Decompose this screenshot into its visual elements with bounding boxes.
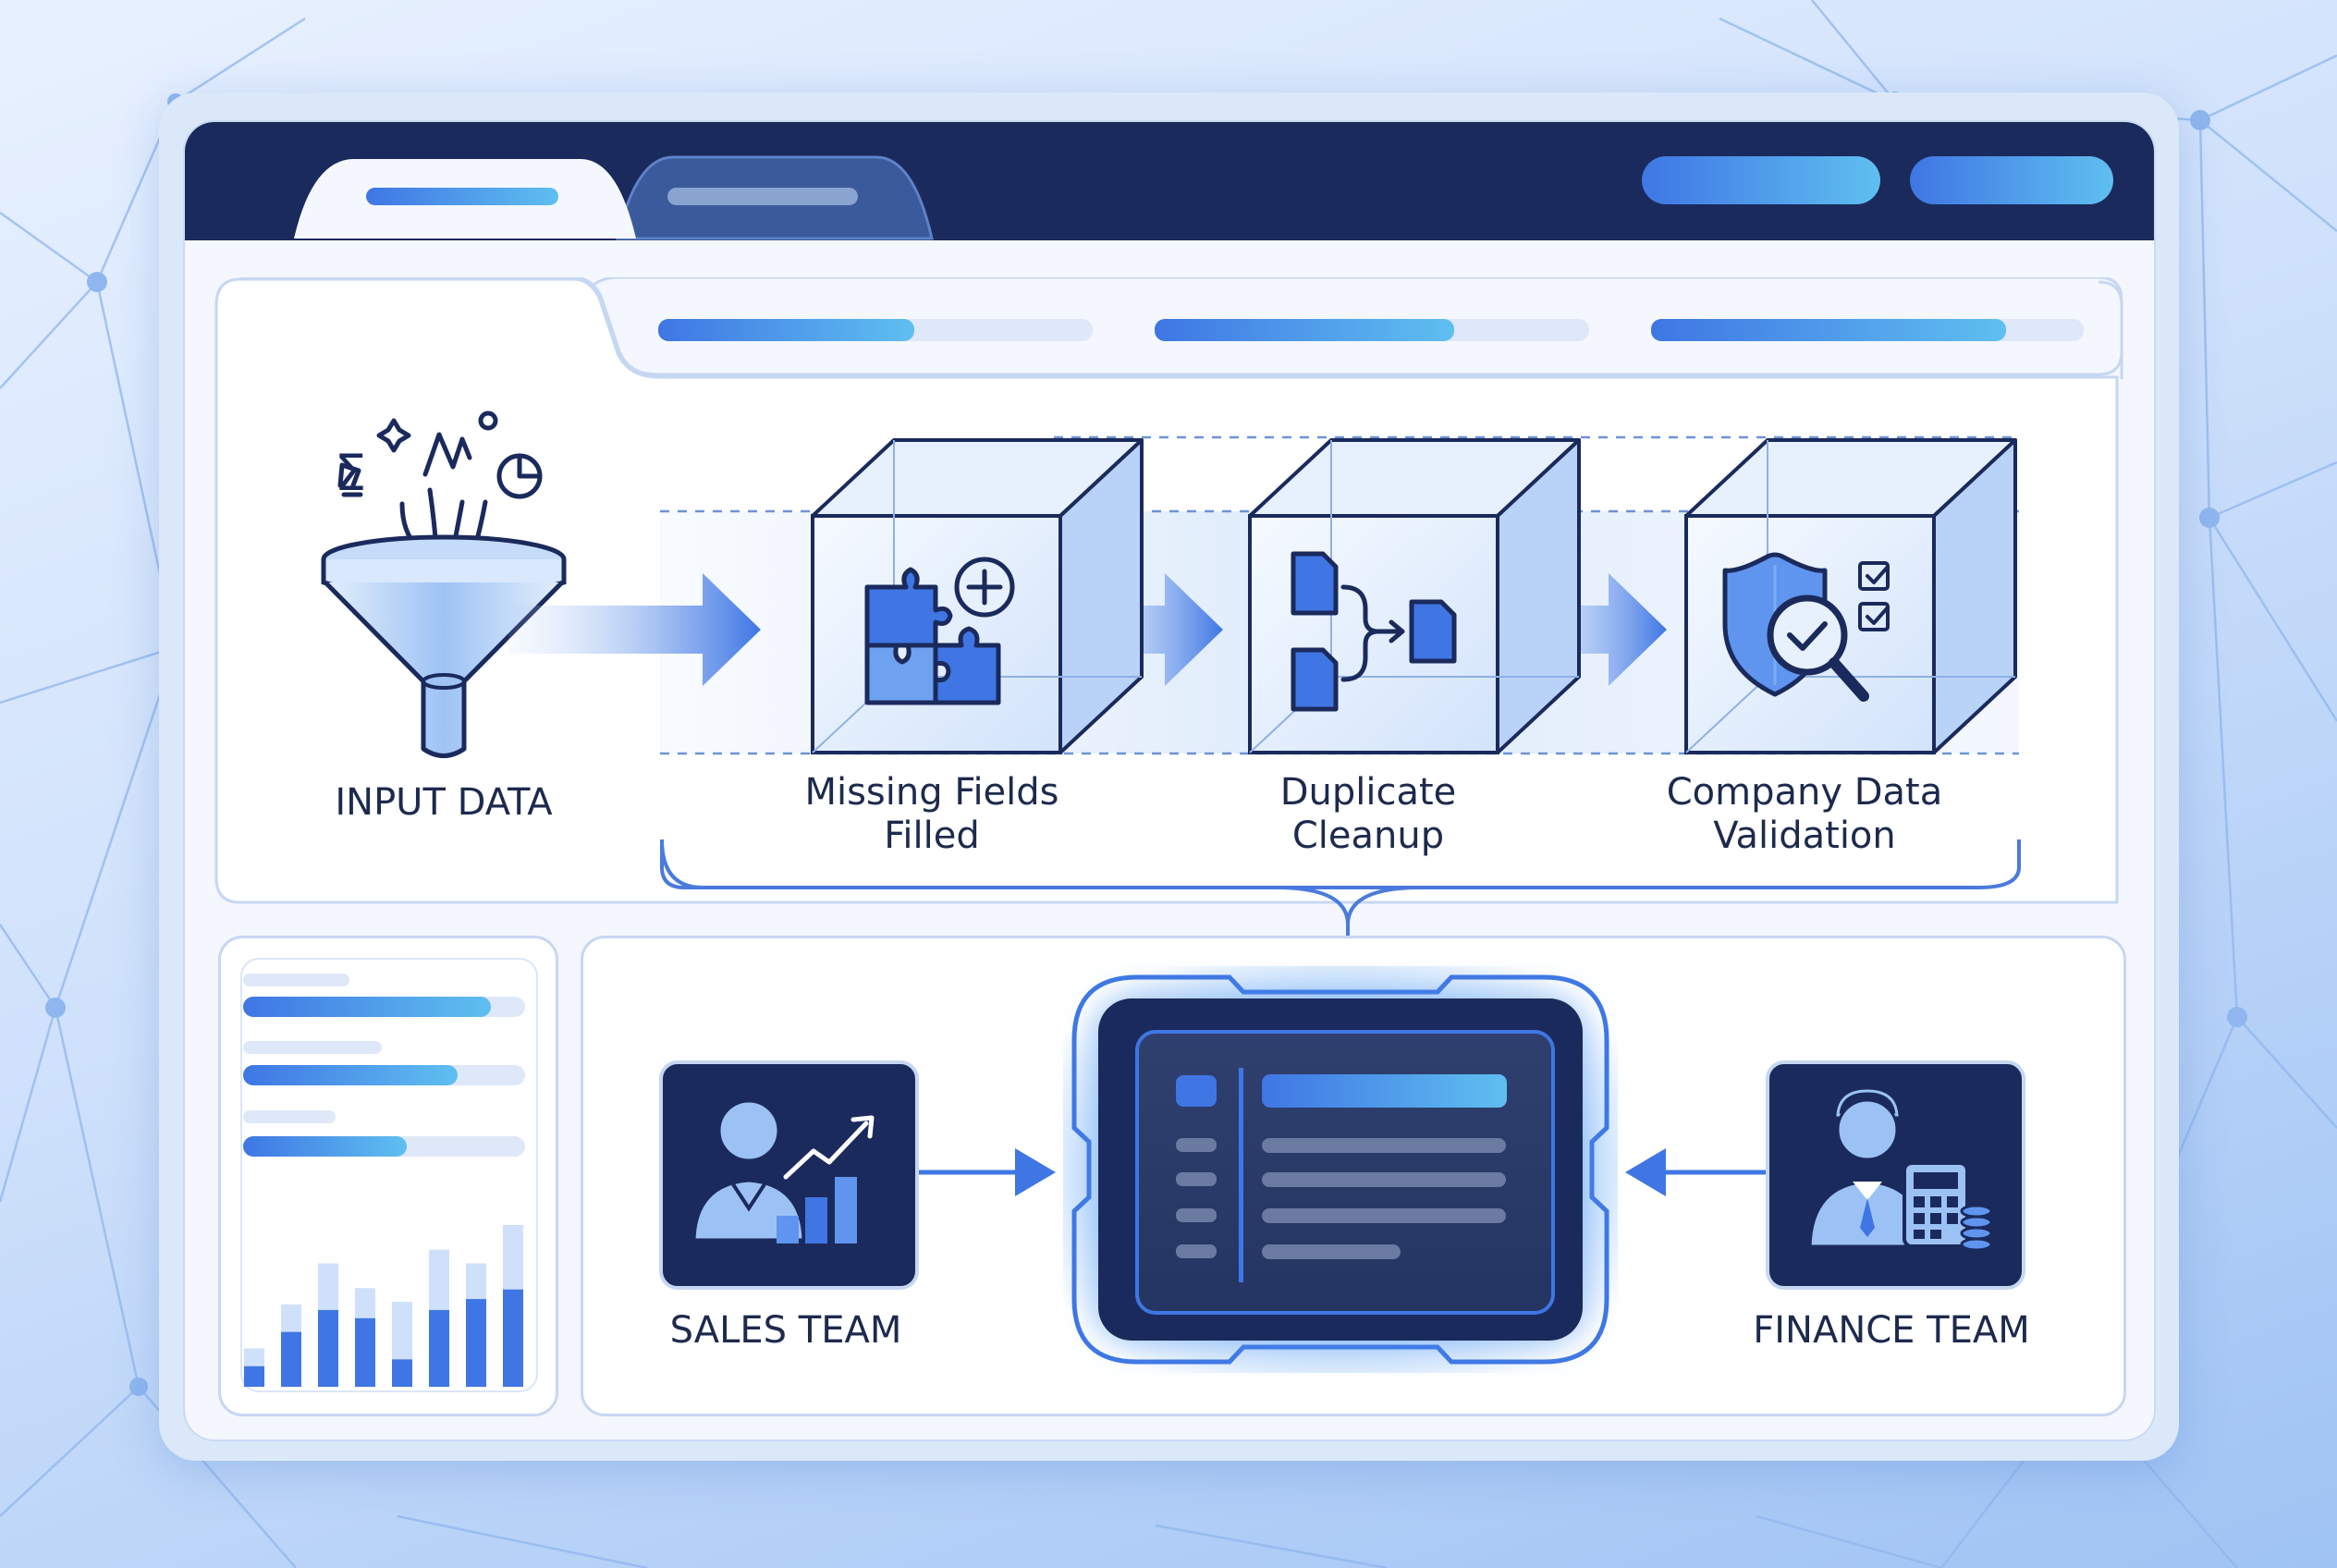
arrow-stage2-to-stage3: [1516, 573, 1667, 686]
shield-check-icon: [1722, 552, 1890, 702]
side-progress-track-2: [243, 1065, 525, 1085]
header-action-button[interactable]: [1642, 156, 1880, 204]
database-row-marker: [1176, 1244, 1217, 1258]
database-row: [1262, 1244, 1401, 1259]
sales-team-label: SALES TEAM: [669, 1309, 902, 1352]
stage-3-label-line2: Validation: [1713, 815, 1896, 857]
flow-arrows: [508, 573, 1667, 686]
chart-bar-2: [281, 1331, 301, 1387]
finance-team-card[interactable]: [1766, 1060, 2025, 1290]
chart-bar-6: [429, 1309, 449, 1387]
chart-bar-3: [318, 1309, 338, 1387]
database-row: [1262, 1138, 1506, 1153]
side-progress-label-1: [243, 974, 349, 986]
tab-active[interactable]: [366, 188, 558, 205]
document-merge-icon: [1291, 551, 1457, 712]
header-progress-track-1: [658, 319, 1093, 341]
header-secondary-button[interactable]: [1910, 156, 2113, 204]
side-progress-fill-2: [243, 1065, 458, 1085]
stage-3-label-line1: Company Data: [1666, 771, 1943, 814]
side-progress-label-2: [243, 1041, 382, 1054]
header-progress-track-3: [1651, 319, 2084, 341]
stage-1-label-line1: Missing Fields: [804, 771, 1059, 814]
database-row-marker: [1176, 1138, 1217, 1152]
chart-bar-4: [355, 1317, 375, 1387]
chart-bar-7: [466, 1299, 486, 1387]
stats-panel-inner: [240, 958, 538, 1392]
side-progress-label-3: [243, 1110, 336, 1123]
database-row: [1262, 1172, 1506, 1187]
chart-bar-1: [244, 1366, 264, 1387]
database-row-marker: [1176, 1208, 1217, 1222]
chart-bar-8: [503, 1289, 523, 1387]
stage-2-label-line1: Duplicate: [1279, 771, 1457, 814]
database-header-row: [1262, 1074, 1507, 1108]
side-progress-track-3: [243, 1136, 525, 1157]
stage-2-label-line2: Cleanup: [1291, 815, 1445, 857]
database-selected-row-marker: [1176, 1075, 1217, 1107]
side-progress-track-1: [243, 997, 525, 1017]
person-growth-chart-icon: [692, 1099, 875, 1243]
arrow-stage1-to-stage2: [1072, 573, 1223, 686]
person-calculator-icon: [1808, 1089, 1993, 1252]
header-progress-track-2: [1155, 319, 1589, 341]
svg-text:Σ: Σ: [335, 444, 366, 502]
side-progress-fill-1: [243, 997, 492, 1017]
database-row-marker: [1176, 1172, 1217, 1186]
pipeline-panel-top: [590, 277, 2123, 379]
mini-bar-chart: [244, 1225, 523, 1387]
tab-inactive[interactable]: [667, 188, 858, 205]
header-progress-fill-3: [1651, 319, 2006, 341]
stage-1-label-line2: Filled: [884, 815, 980, 857]
header-progress-fill-1: [658, 319, 915, 341]
team-arrows: [910, 1148, 1768, 1196]
input-data-label: INPUT DATA: [335, 781, 553, 824]
side-progress-fill-3: [243, 1136, 407, 1157]
finance-team-label: FINANCE TEAM: [1753, 1309, 2030, 1352]
database-divider: [1239, 1068, 1243, 1282]
funnel-icon: Σ: [321, 410, 567, 758]
chart-bar-5: [392, 1359, 412, 1387]
arrow-input-to-stage1: [508, 573, 761, 686]
database-row: [1262, 1208, 1506, 1223]
header-progress-fill-2: [1155, 319, 1455, 341]
puzzle-plus-icon: [864, 557, 1015, 705]
